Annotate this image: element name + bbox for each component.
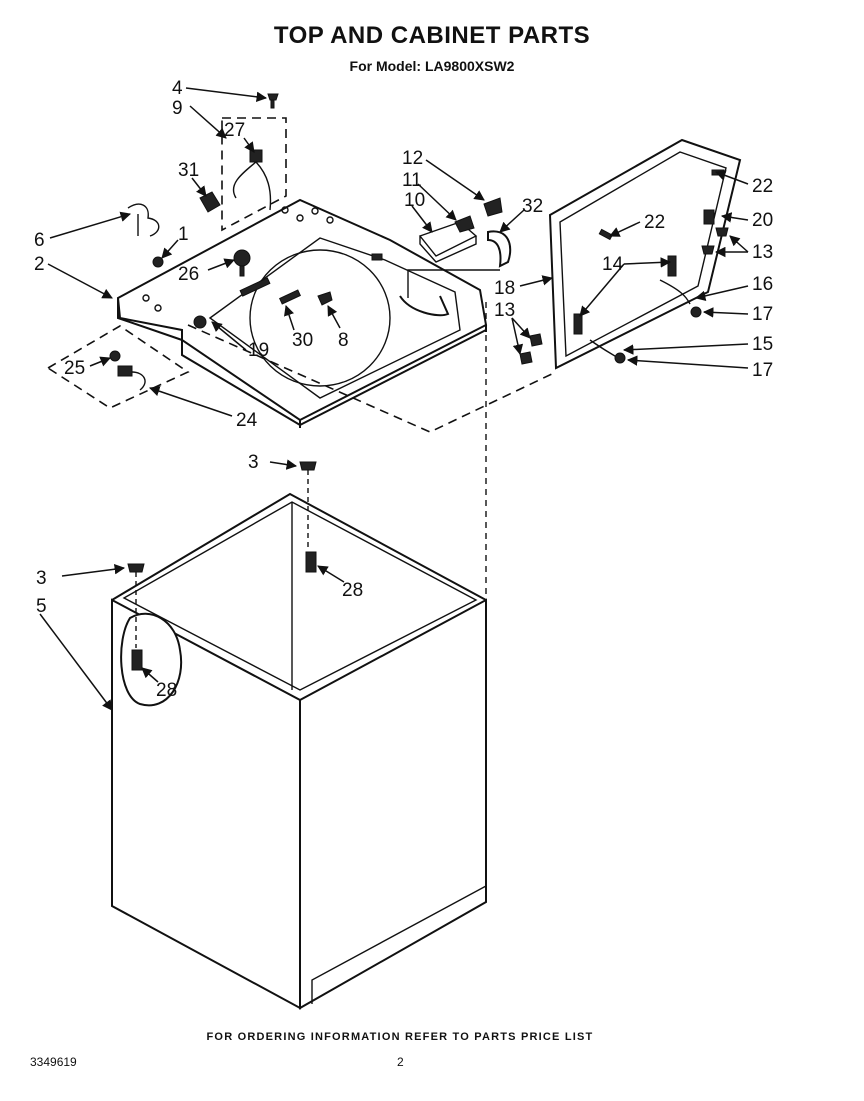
callout-32: 32 bbox=[522, 196, 543, 217]
callout-14: 14 bbox=[602, 254, 624, 275]
callout-25: 25 bbox=[64, 358, 85, 379]
callout-13-left: 13 bbox=[494, 300, 515, 321]
washer-cabinet bbox=[111, 302, 487, 1010]
callout-8: 8 bbox=[338, 330, 349, 351]
callout-26: 26 bbox=[178, 264, 199, 285]
callout-20: 20 bbox=[752, 210, 773, 231]
callout-16: 16 bbox=[752, 274, 773, 295]
callout-1: 1 bbox=[178, 224, 189, 245]
callout-6: 6 bbox=[34, 230, 45, 251]
callout-3-left: 3 bbox=[36, 568, 47, 589]
model-subtitle: For Model: LA9800XSW2 bbox=[349, 58, 515, 74]
callout-12: 12 bbox=[402, 148, 423, 169]
callout-labels: 4 9 27 31 6 1 2 26 12 11 10 32 19 30 8 2… bbox=[34, 78, 773, 701]
small-parts bbox=[109, 93, 512, 391]
callout-22-mid: 22 bbox=[644, 212, 665, 233]
callout-17-top: 17 bbox=[752, 304, 773, 325]
callout-24: 24 bbox=[236, 410, 258, 431]
callout-18: 18 bbox=[494, 278, 515, 299]
callout-9: 9 bbox=[172, 98, 183, 119]
hinge-kit-outline bbox=[46, 325, 190, 409]
callout-11: 11 bbox=[402, 170, 422, 191]
washer-lid bbox=[519, 138, 742, 370]
callout-13-right: 13 bbox=[752, 242, 773, 263]
callout-4: 4 bbox=[172, 78, 183, 99]
guide-line-dispenser bbox=[407, 269, 500, 298]
callout-5: 5 bbox=[36, 596, 47, 617]
callout-31: 31 bbox=[178, 160, 199, 181]
callout-30: 30 bbox=[292, 330, 313, 351]
page-title: TOP AND CABINET PARTS bbox=[273, 22, 591, 49]
callout-27: 27 bbox=[224, 120, 245, 141]
ordering-note: FOR ORDERING INFORMATION REFER TO PARTS … bbox=[206, 1031, 594, 1043]
callout-15: 15 bbox=[752, 334, 773, 355]
callout-3-top: 3 bbox=[248, 452, 259, 473]
callout-22-top: 22 bbox=[752, 176, 773, 197]
callout-19: 19 bbox=[248, 340, 269, 361]
callout-28-left: 28 bbox=[156, 680, 177, 701]
callout-2: 2 bbox=[34, 254, 45, 275]
callout-17-bottom: 17 bbox=[752, 360, 773, 381]
page-number: 2 bbox=[397, 1055, 404, 1069]
callout-28-top: 28 bbox=[342, 580, 363, 601]
switch-group-outline bbox=[221, 117, 287, 232]
leader-lines bbox=[39, 87, 749, 711]
document-number: 3349619 bbox=[30, 1055, 77, 1069]
callout-10: 10 bbox=[404, 190, 425, 211]
washer-top-assembly bbox=[116, 198, 488, 428]
